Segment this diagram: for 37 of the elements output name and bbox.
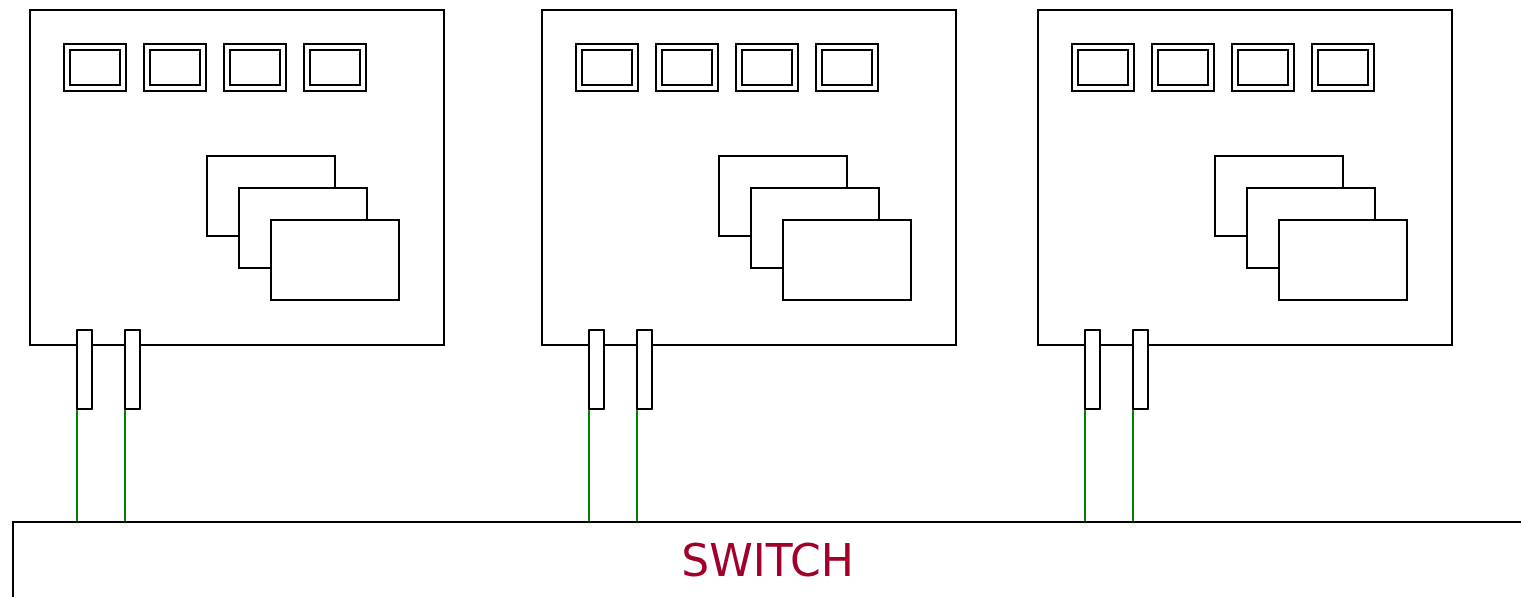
server-box: [541, 9, 957, 346]
card-box: [270, 219, 400, 301]
slot-box: [143, 43, 207, 92]
card-box: [718, 155, 848, 237]
cable-line: [588, 409, 590, 522]
card-box: [238, 187, 368, 269]
cable-line: [124, 409, 126, 522]
slot-box: [63, 43, 127, 92]
card-box: [750, 187, 880, 269]
slot-box: [303, 43, 367, 92]
card-box: [206, 155, 336, 237]
card-box: [1214, 155, 1344, 237]
slot-box: [655, 43, 719, 92]
slot-box: [1231, 43, 1295, 92]
slot-box: [223, 43, 287, 92]
card-box: [1246, 187, 1376, 269]
slot-box: [1071, 43, 1135, 92]
slot-box: [1311, 43, 1375, 92]
slot-box: [575, 43, 639, 92]
card-box: [782, 219, 912, 301]
port-bar: [588, 329, 605, 410]
port-bar: [76, 329, 93, 410]
port-bar: [1084, 329, 1101, 410]
port-bar: [1132, 329, 1149, 410]
server-box: [29, 9, 445, 346]
cable-line: [1084, 409, 1086, 522]
slot-box: [1151, 43, 1215, 92]
card-box: [1278, 219, 1408, 301]
cable-line: [1132, 409, 1134, 522]
switch-box: SWITCH: [12, 521, 1521, 597]
port-bar: [636, 329, 653, 410]
port-bar: [124, 329, 141, 410]
cable-line: [636, 409, 638, 522]
slot-box: [735, 43, 799, 92]
cable-line: [76, 409, 78, 522]
server-box: [1037, 9, 1453, 346]
slot-box: [815, 43, 879, 92]
